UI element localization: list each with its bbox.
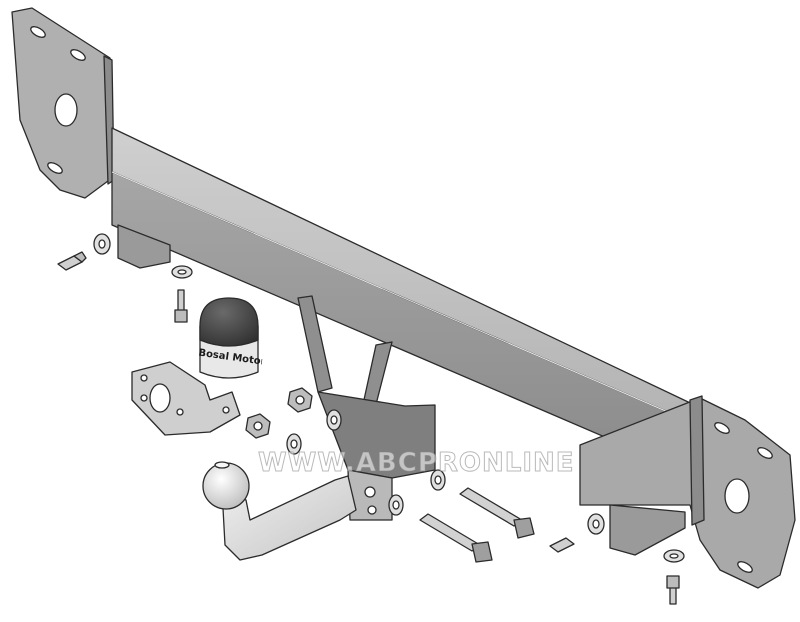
- bolt: [549, 537, 575, 553]
- bolt: [459, 487, 535, 539]
- washer: [388, 494, 404, 516]
- washer: [171, 265, 193, 279]
- left-mounting-plate: [11, 7, 115, 199]
- main-crossbeam: [111, 127, 706, 479]
- tow-ball-neck: [221, 475, 357, 561]
- central-hitch-bracket: [297, 295, 436, 521]
- bolt: [666, 575, 680, 605]
- washer: [326, 409, 342, 431]
- tow-ball: [202, 461, 250, 510]
- washer: [286, 433, 302, 455]
- washer: [93, 233, 111, 255]
- bolt: [57, 251, 87, 271]
- socket-cap: [199, 297, 259, 379]
- socket-mounting-plate: [131, 361, 241, 436]
- nut: [287, 387, 313, 413]
- washer: [430, 469, 446, 491]
- nut: [245, 413, 271, 439]
- bolt: [174, 289, 188, 323]
- bolt: [419, 513, 493, 563]
- washer: [663, 549, 685, 563]
- right-mounting-plate: [579, 395, 796, 589]
- washer: [587, 513, 605, 535]
